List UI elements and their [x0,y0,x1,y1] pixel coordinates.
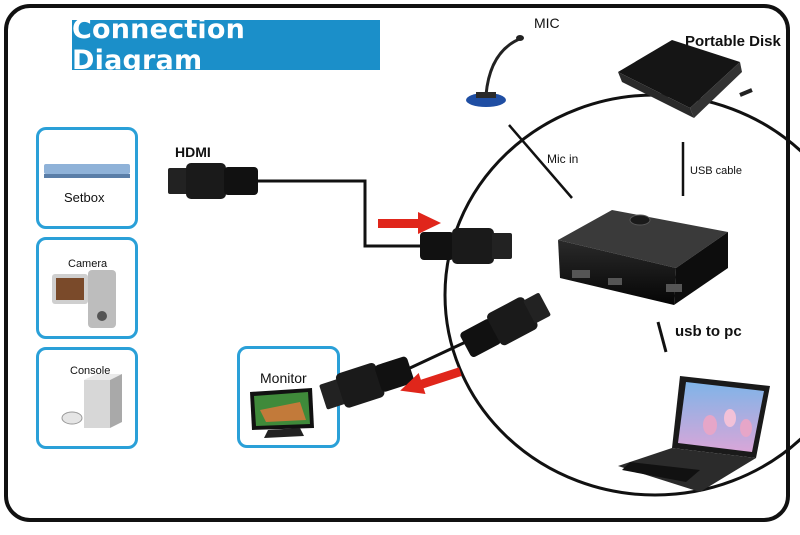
camera-label: Camera [68,258,108,270]
usb-cable-label: USB cable [690,165,742,177]
portable-disk-label: Portable Disk [685,33,781,50]
laptop [618,376,770,492]
mic-label: MIC [534,15,560,31]
setbox-device [44,164,130,178]
hdmi-input-cable [168,163,512,264]
capture-box [558,210,728,305]
setbox-label: Setbox [64,190,105,205]
monitor-label: Monitor [260,370,307,386]
red-arrow-right [378,212,441,234]
microphone [466,35,524,107]
portable-disk [618,40,753,118]
red-arrow-left [400,367,462,394]
hdmi-output-cable [319,293,551,410]
camera-device [52,270,116,328]
usb-to-pc-label: usb to pc [675,323,742,340]
mic-in-label: Mic in [547,152,579,166]
monitor-device [250,388,314,438]
usb-to-pc-line [656,321,668,353]
console-device [61,374,122,428]
hdmi-label: HDMI [175,144,211,160]
mic-in-line [508,124,573,199]
